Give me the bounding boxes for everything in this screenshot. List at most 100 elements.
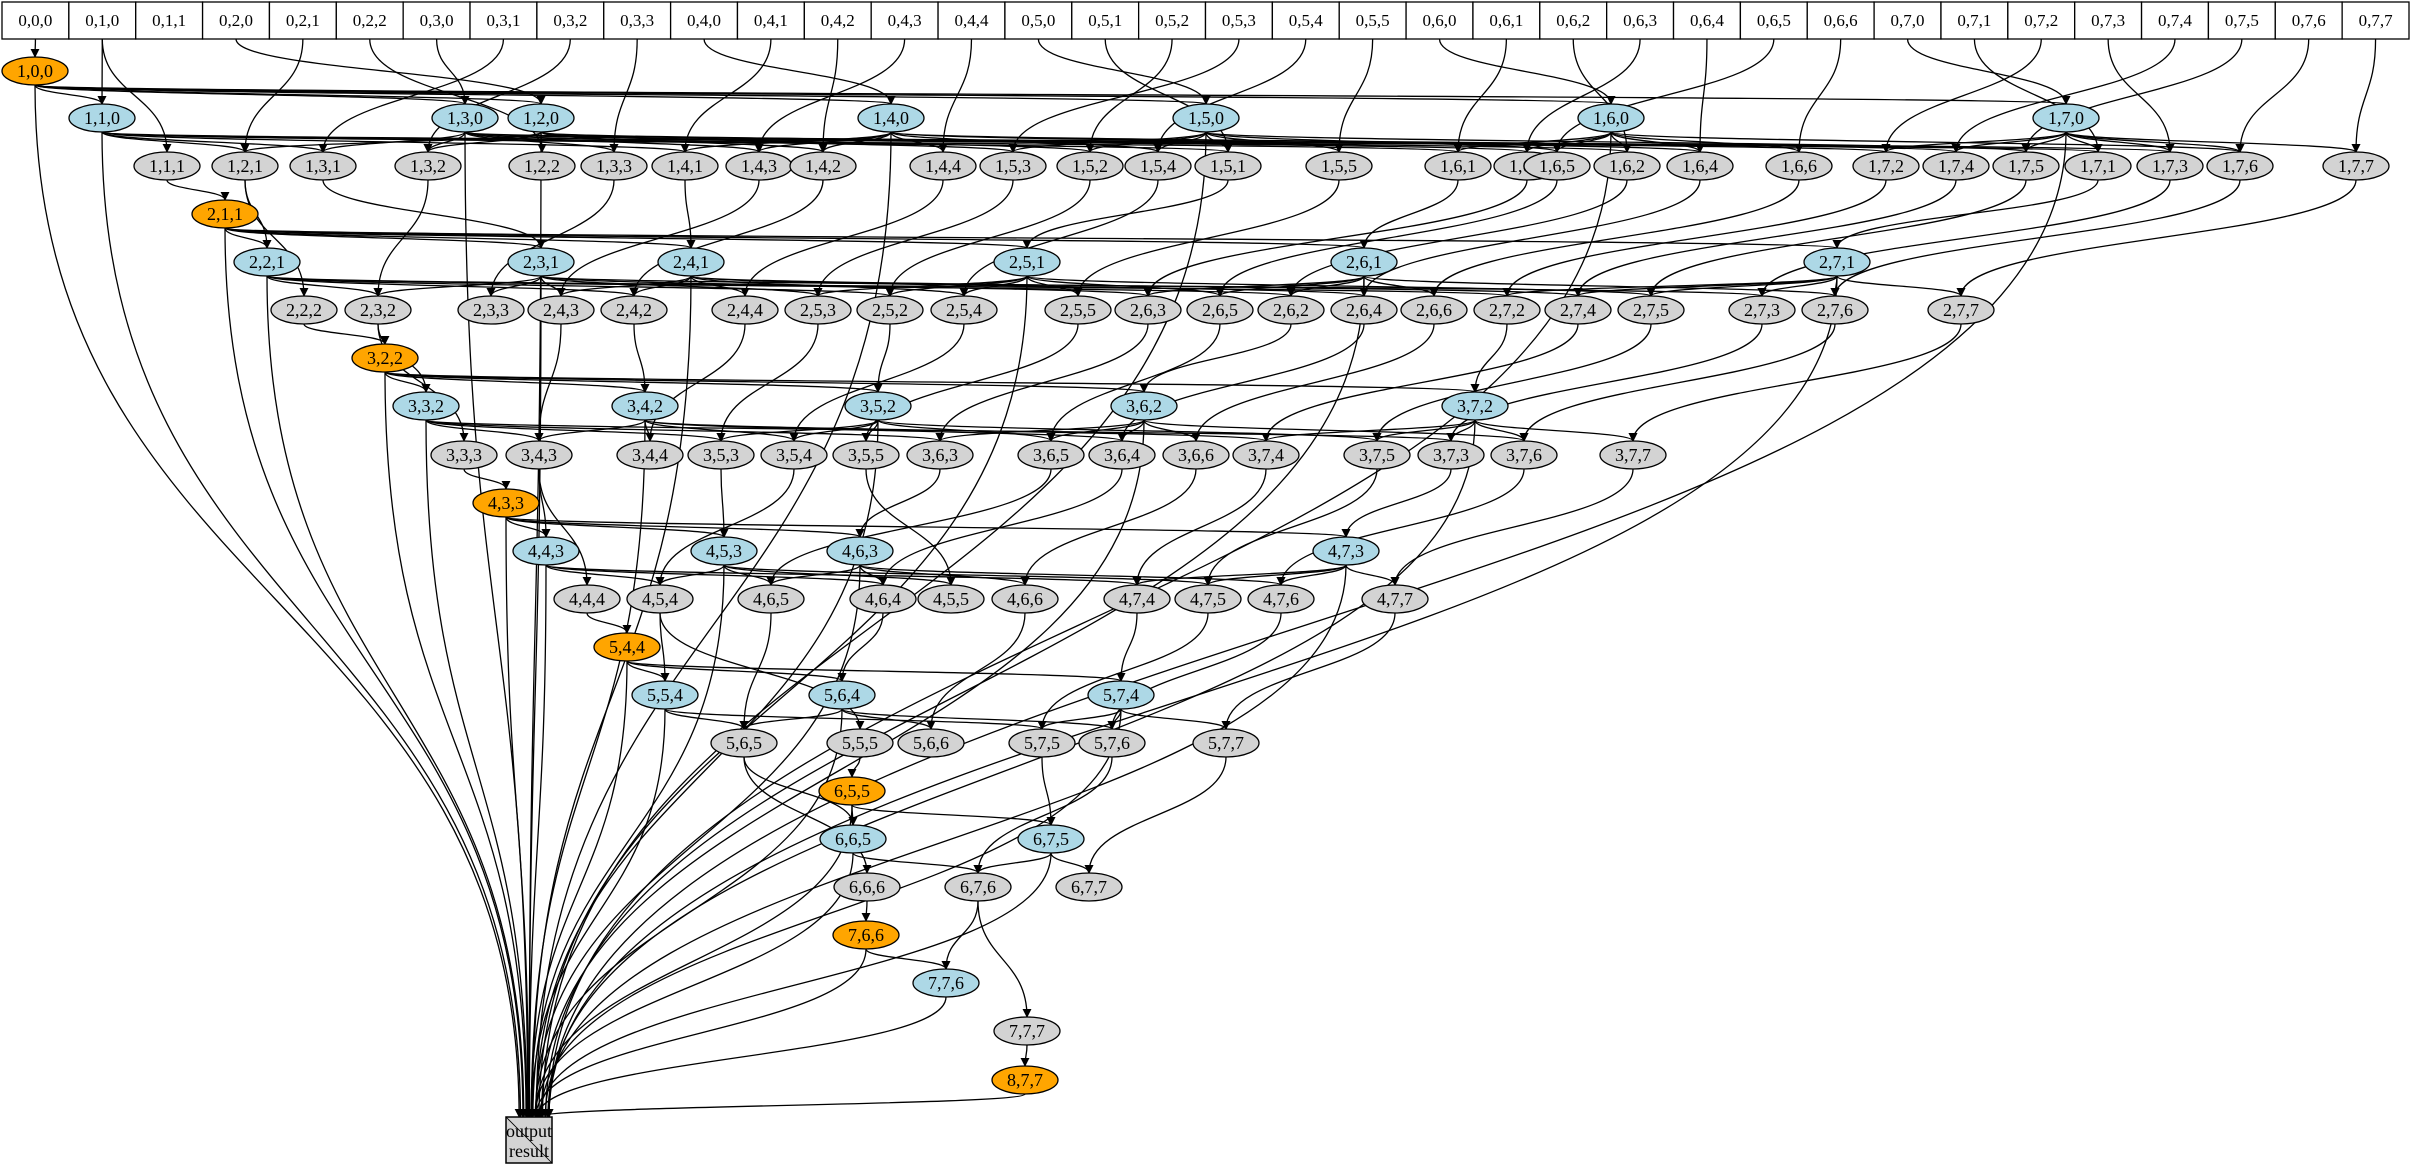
node-2-6-5[interactable]: 2,6,5: [1186, 295, 1254, 325]
node-2-7-2[interactable]: 2,7,2: [1473, 295, 1541, 325]
node-1-5-3[interactable]: 1,5,3: [979, 151, 1047, 181]
node-1-7-6[interactable]: 1,7,6: [2206, 151, 2274, 181]
header-cell-0-1-1[interactable]: 0,1,1: [135, 1, 204, 40]
header-cell-0-4-2[interactable]: 0,4,2: [803, 1, 872, 40]
node-3-7-5[interactable]: 3,7,5: [1343, 440, 1411, 470]
node-2-5-3[interactable]: 2,5,3: [784, 295, 852, 325]
node-3-5-2[interactable]: 3,5,2: [844, 391, 912, 421]
header-cell-0-3-1[interactable]: 0,3,1: [469, 1, 538, 40]
header-cell-0-6-3[interactable]: 0,6,3: [1606, 1, 1675, 40]
header-cell-0-7-0[interactable]: 0,7,0: [1873, 1, 1942, 40]
node-1-0-0[interactable]: 1,0,0: [1, 56, 69, 86]
node-2-3-2[interactable]: 2,3,2: [344, 295, 412, 325]
node-3-4-4[interactable]: 3,4,4: [616, 440, 684, 470]
node-2-5-2[interactable]: 2,5,2: [856, 295, 924, 325]
node-1-7-1[interactable]: 1,7,1: [2064, 151, 2132, 181]
node-2-6-6[interactable]: 2,6,6: [1400, 295, 1468, 325]
node-2-5-5[interactable]: 2,5,5: [1044, 295, 1112, 325]
node-2-7-7[interactable]: 2,7,7: [1927, 295, 1995, 325]
node-3-5-3[interactable]: 3,5,3: [687, 440, 755, 470]
header-cell-0-6-1[interactable]: 0,6,1: [1472, 1, 1541, 40]
node-2-7-3[interactable]: 2,7,3: [1728, 295, 1796, 325]
node-1-5-5[interactable]: 1,5,5: [1305, 151, 1373, 181]
node-4-5-3[interactable]: 4,5,3: [690, 536, 758, 566]
header-cell-0-6-2[interactable]: 0,6,2: [1539, 1, 1608, 40]
node-1-6-4[interactable]: 1,6,4: [1666, 151, 1734, 181]
node-6-7-7[interactable]: 6,7,7: [1055, 872, 1123, 902]
node-6-7-5[interactable]: 6,7,5: [1017, 824, 1085, 854]
node-5-7-4[interactable]: 5,7,4: [1087, 680, 1155, 710]
node-3-6-5[interactable]: 3,6,5: [1017, 440, 1085, 470]
node-1-5-0[interactable]: 1,5,0: [1172, 103, 1240, 133]
header-cell-0-6-5[interactable]: 0,6,5: [1739, 1, 1808, 40]
header-cell-0-2-2[interactable]: 0,2,2: [335, 1, 404, 40]
node-1-6-6[interactable]: 1,6,6: [1765, 151, 1833, 181]
node-2-5-1[interactable]: 2,5,1: [993, 247, 1061, 277]
node-1-6-5[interactable]: 1,6,5: [1523, 151, 1591, 181]
node-1-7-5[interactable]: 1,7,5: [1992, 151, 2060, 181]
header-cell-0-6-6[interactable]: 0,6,6: [1806, 1, 1875, 40]
node-4-4-4[interactable]: 4,4,4: [553, 584, 621, 614]
header-cell-0-5-5[interactable]: 0,5,5: [1338, 1, 1407, 40]
node-1-2-1[interactable]: 1,2,1: [211, 151, 279, 181]
node-2-4-2[interactable]: 2,4,2: [600, 295, 668, 325]
node-3-5-4[interactable]: 3,5,4: [760, 440, 828, 470]
header-cell-0-7-7[interactable]: 0,7,7: [2341, 1, 2410, 40]
node-2-5-4[interactable]: 2,5,4: [930, 295, 998, 325]
node-3-6-6[interactable]: 3,6,6: [1162, 440, 1230, 470]
header-cell-0-4-3[interactable]: 0,4,3: [870, 1, 939, 40]
header-cell-0-3-2[interactable]: 0,3,2: [536, 1, 605, 40]
node-1-5-2[interactable]: 1,5,2: [1056, 151, 1124, 181]
node-4-6-3[interactable]: 4,6,3: [826, 536, 894, 566]
node-5-5-4[interactable]: 5,5,4: [631, 680, 699, 710]
node-2-2-1[interactable]: 2,2,1: [233, 247, 301, 277]
node-1-3-2[interactable]: 1,3,2: [394, 151, 462, 181]
output-result-node[interactable]: output result: [505, 1116, 553, 1164]
node-4-7-6[interactable]: 4,7,6: [1247, 584, 1315, 614]
node-1-4-4[interactable]: 1,4,4: [909, 151, 977, 181]
header-cell-0-2-1[interactable]: 0,2,1: [268, 1, 337, 40]
node-4-4-3[interactable]: 4,4,3: [512, 536, 580, 566]
node-5-7-6[interactable]: 5,7,6: [1078, 728, 1146, 758]
node-1-6-2[interactable]: 1,6,2: [1593, 151, 1661, 181]
header-cell-0-2-0[interactable]: 0,2,0: [201, 1, 271, 40]
node-3-7-6[interactable]: 3,7,6: [1490, 440, 1558, 470]
node-1-2-2[interactable]: 1,2,2: [508, 151, 576, 181]
node-1-1-0[interactable]: 1,1,0: [68, 103, 136, 133]
node-5-6-4[interactable]: 5,6,4: [808, 680, 876, 710]
node-6-7-6[interactable]: 6,7,6: [944, 872, 1012, 902]
node-4-6-5[interactable]: 4,6,5: [737, 584, 805, 614]
node-3-7-3[interactable]: 3,7,3: [1417, 440, 1485, 470]
header-cell-0-5-2[interactable]: 0,5,2: [1137, 1, 1207, 40]
node-4-7-4[interactable]: 4,7,4: [1103, 584, 1171, 614]
header-cell-0-3-0[interactable]: 0,3,0: [402, 1, 471, 40]
node-3-6-3[interactable]: 3,6,3: [906, 440, 974, 470]
node-6-6-6[interactable]: 6,6,6: [833, 872, 901, 902]
node-3-3-3[interactable]: 3,3,3: [430, 440, 498, 470]
node-1-5-1[interactable]: 1,5,1: [1194, 151, 1262, 181]
node-3-4-3[interactable]: 3,4,3: [505, 440, 573, 470]
node-1-3-1[interactable]: 1,3,1: [289, 151, 357, 181]
node-3-2-2[interactable]: 3,2,2: [351, 343, 419, 373]
node-1-7-4[interactable]: 1,7,4: [1922, 151, 1990, 181]
header-cell-0-7-2[interactable]: 0,7,2: [2007, 1, 2076, 40]
node-2-7-4[interactable]: 2,7,4: [1544, 295, 1612, 325]
node-1-7-2[interactable]: 1,7,2: [1852, 151, 1920, 181]
node-2-4-3[interactable]: 2,4,3: [527, 295, 595, 325]
node-2-3-1[interactable]: 2,3,1: [507, 247, 575, 277]
header-cell-0-7-6[interactable]: 0,7,6: [2274, 1, 2343, 40]
node-2-6-4[interactable]: 2,6,4: [1330, 295, 1398, 325]
node-2-6-1[interactable]: 2,6,1: [1330, 247, 1398, 277]
node-1-3-3[interactable]: 1,3,3: [580, 151, 648, 181]
node-4-6-6[interactable]: 4,6,6: [991, 584, 1059, 614]
node-1-1-1[interactable]: 1,1,1: [133, 151, 201, 181]
node-3-7-4[interactable]: 3,7,4: [1232, 440, 1300, 470]
header-cell-0-5-4[interactable]: 0,5,4: [1271, 1, 1340, 40]
node-2-6-2[interactable]: 2,6,2: [1257, 295, 1325, 325]
node-2-1-1[interactable]: 2,1,1: [191, 199, 259, 229]
header-cell-0-4-0[interactable]: 0,4,0: [669, 1, 739, 40]
node-4-5-4[interactable]: 4,5,4: [626, 584, 694, 614]
header-cell-0-6-4[interactable]: 0,6,4: [1672, 1, 1742, 40]
node-2-7-5[interactable]: 2,7,5: [1617, 295, 1685, 325]
node-3-6-4[interactable]: 3,6,4: [1088, 440, 1156, 470]
